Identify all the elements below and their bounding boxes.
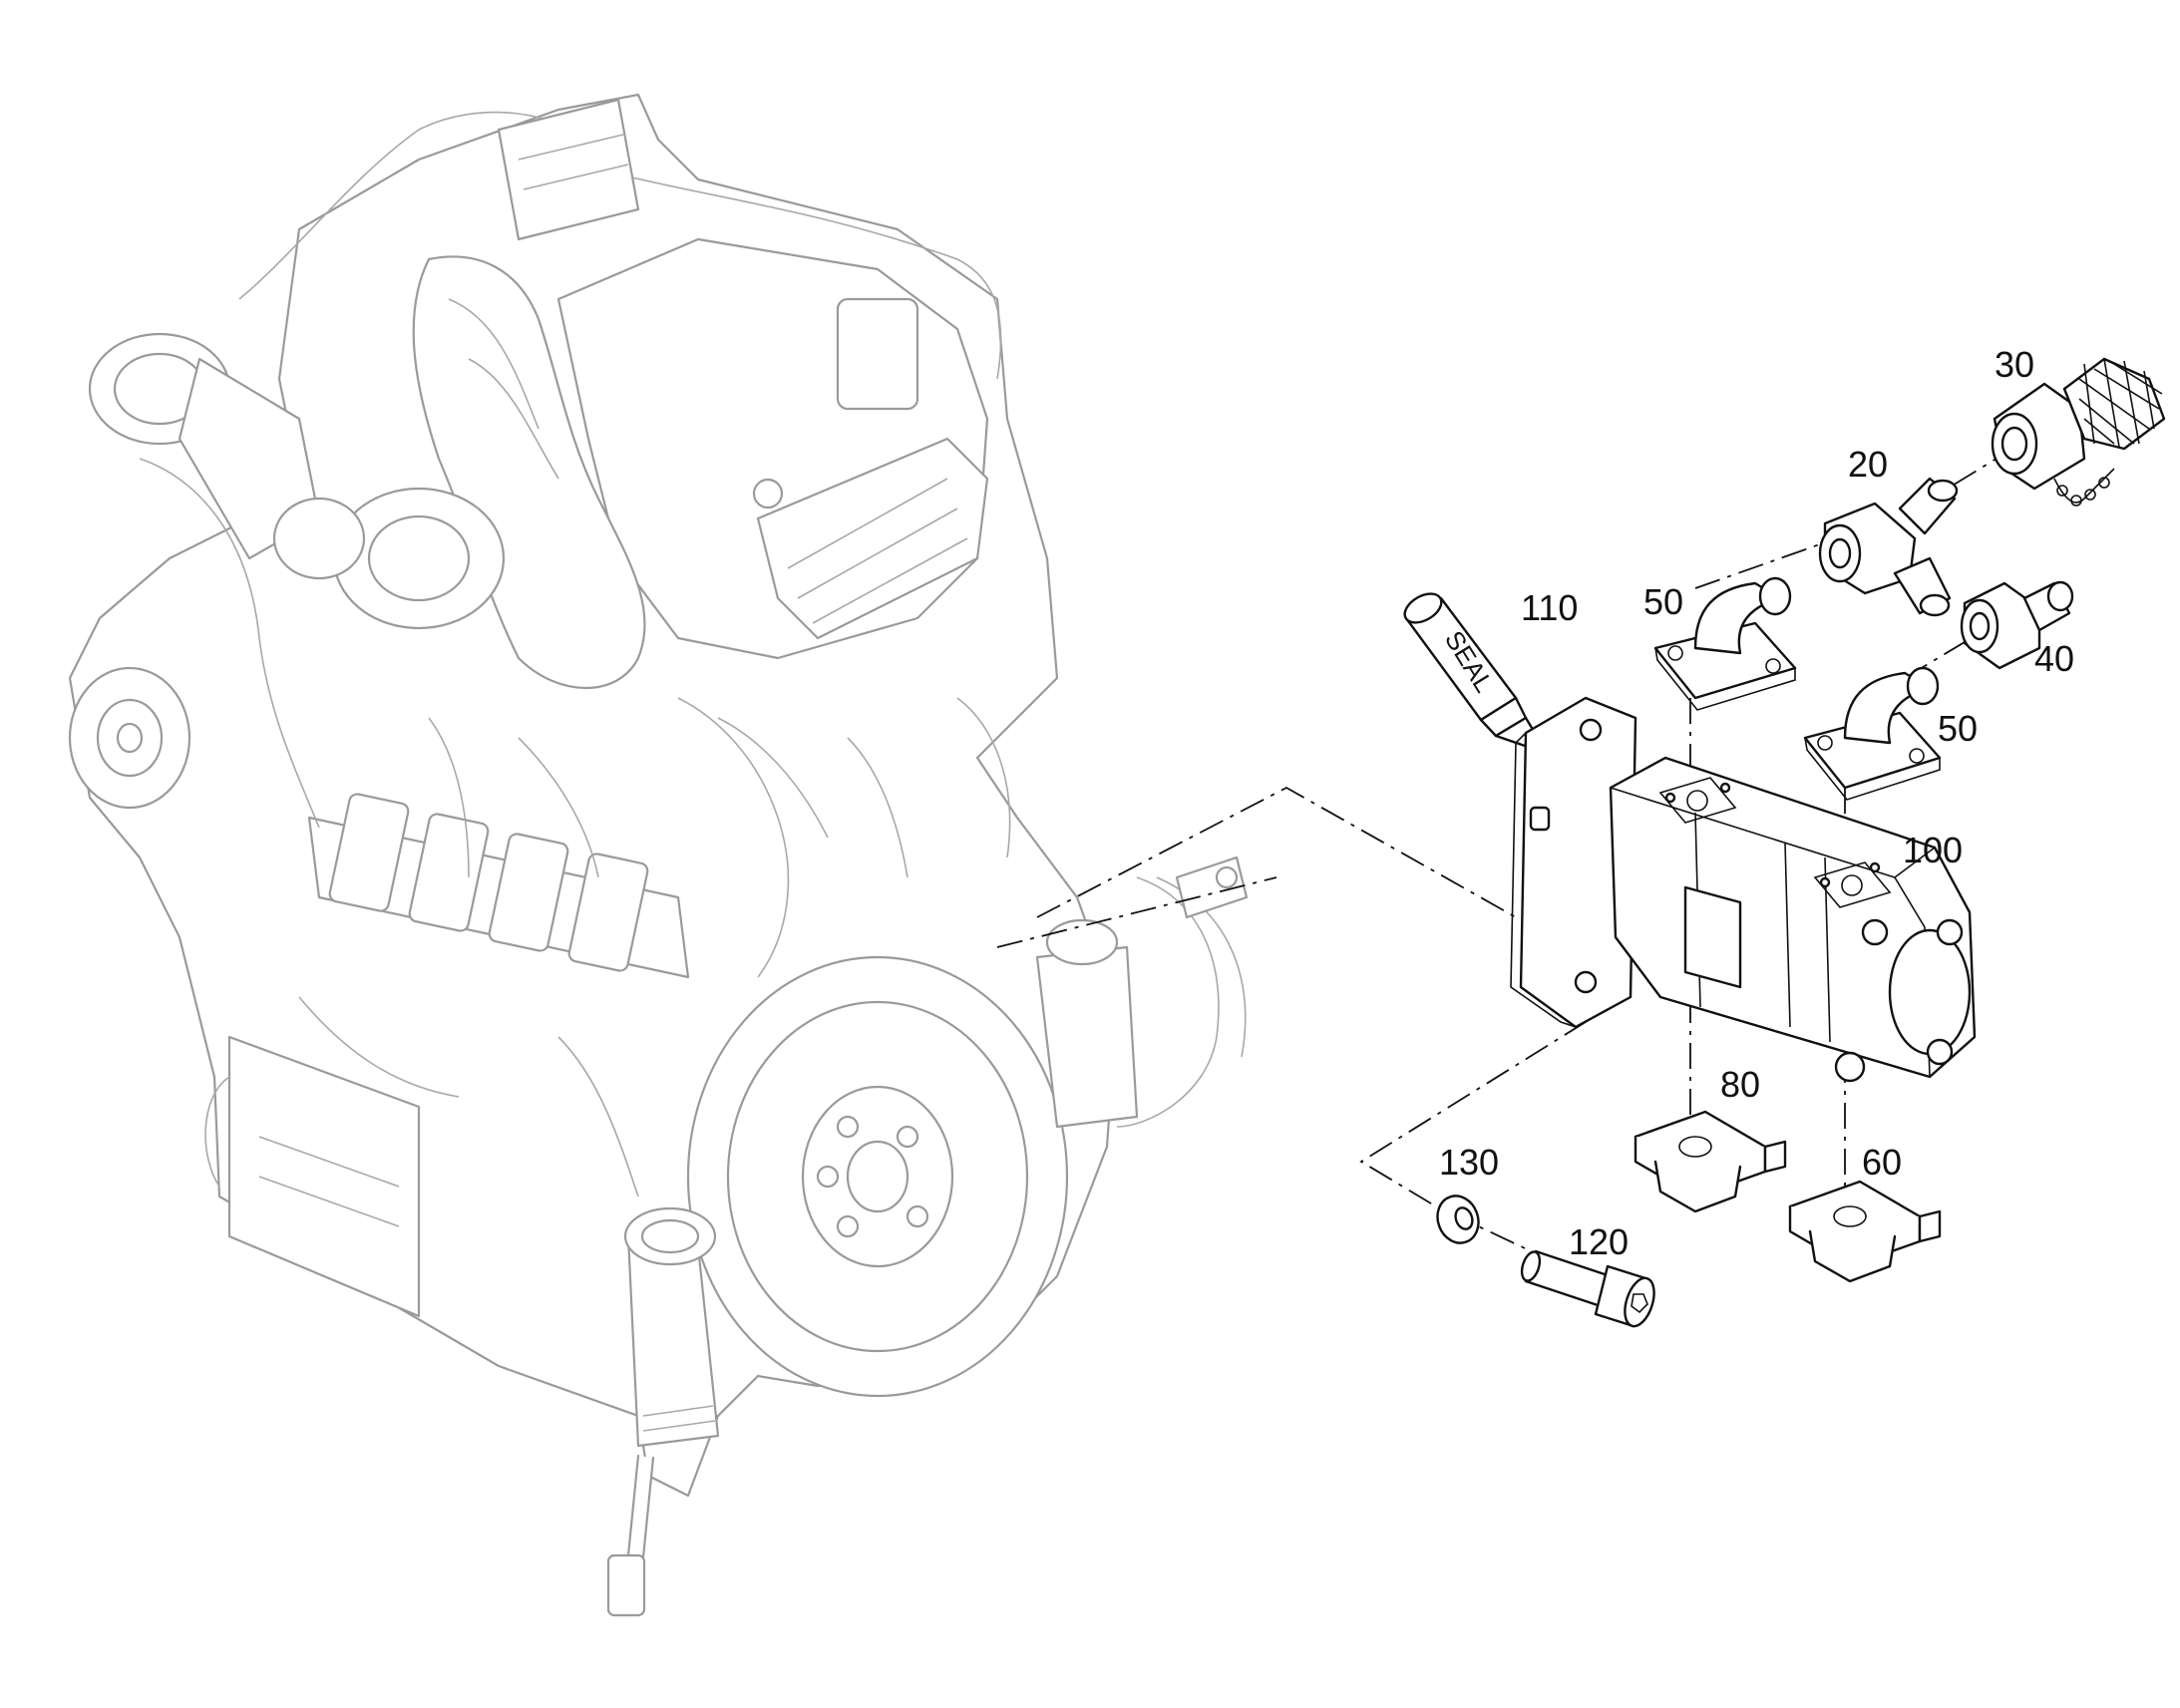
- part-50-upper-elbow-flange: [1653, 576, 1797, 711]
- callout-50-upper: 50: [1643, 581, 1683, 622]
- callout-labels: 30 20 110 50 40 50 100 80 130 60 120: [1439, 344, 2074, 1262]
- part-40-connector: [1960, 580, 2074, 670]
- part-100-hydraulic-pump: [1510, 696, 1977, 1083]
- part-110-sealant-tube: SEAL: [1403, 592, 1543, 750]
- callout-80: 80: [1720, 1064, 1760, 1105]
- callout-30: 30: [1995, 344, 2034, 385]
- callout-40: 40: [2034, 638, 2074, 679]
- part-60-flange-block: [1788, 1180, 1942, 1283]
- part-50-lower-elbow-flange: [1803, 666, 1942, 801]
- callout-50-lower: 50: [1938, 708, 1978, 749]
- part-80-flange-block: [1634, 1110, 1787, 1213]
- part-30-quick-coupling: [1991, 357, 2166, 507]
- callout-120: 120: [1569, 1221, 1629, 1262]
- part-120-bolt: [1520, 1249, 1655, 1328]
- callout-110: 110: [1521, 587, 1578, 628]
- callout-130: 130: [1439, 1142, 1499, 1183]
- callout-20: 20: [1848, 444, 1888, 485]
- callout-100: 100: [1903, 830, 1963, 870]
- callout-60: 60: [1862, 1142, 1902, 1183]
- engine-assembly: [68, 93, 1249, 1617]
- part-130-washer: [1436, 1195, 1480, 1244]
- part-20-tee-fitting: [1818, 477, 1959, 617]
- injector-rail: [307, 793, 690, 979]
